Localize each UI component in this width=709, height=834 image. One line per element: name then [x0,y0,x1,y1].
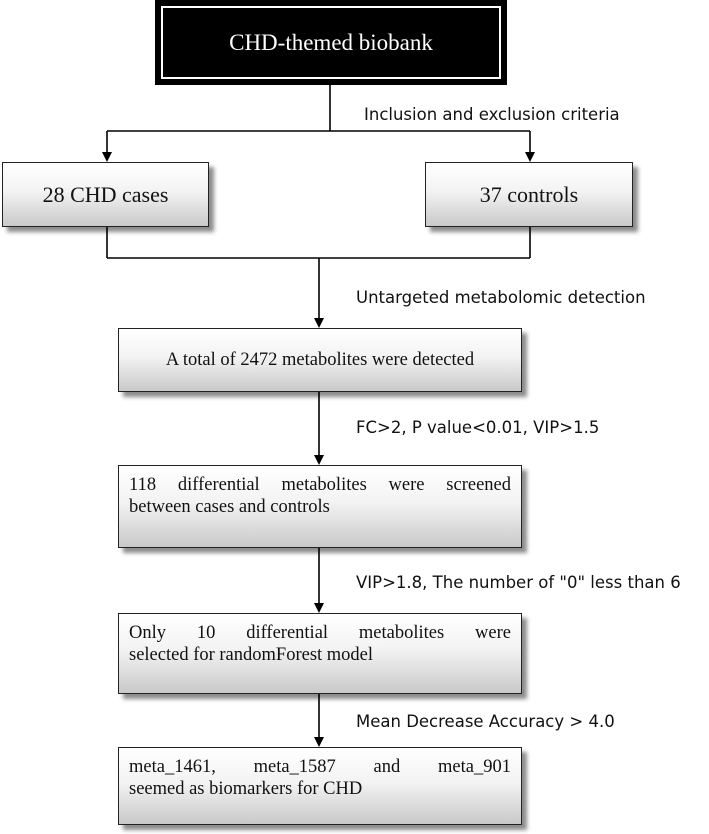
selected-line-1: Only 10 differential metabolites were [129,623,511,643]
biomarkers-line-1: meta_1461, meta_1587 and meta_901 [129,757,511,777]
controls-label: 37 controls [479,181,579,207]
biomarkers-box: meta_1461, meta_1587 and meta_901 seemed… [118,747,522,825]
detected-box: A total of 2472 metabolites were detecte… [118,328,522,392]
criteria-label-vip-zero-count: VIP>1.8, The number of "0" less than 6 [356,573,681,592]
detected-label: A total of 2472 metabolites were detecte… [165,349,475,370]
selected-box: Only 10 differential metabolites were se… [118,613,522,694]
criteria-label-untargeted: Untargeted metabolomic detection [356,288,646,307]
biomarkers-line-2: seemed as biomarkers for CHD [129,779,363,800]
cases-box: 28 CHD cases [2,162,209,227]
controls-box: 37 controls [425,162,633,227]
root-label: CHD-themed biobank [161,6,501,79]
criteria-label-fc-pvalue-vip: FC>2, P value<0.01, VIP>1.5 [356,418,600,437]
selected-line-2: selected for randomForest model [129,645,374,666]
screened-line-2: between cases and controls [129,497,330,518]
root-box: CHD-themed biobank [155,0,507,85]
screened-box: 118 differential metabolites were screen… [118,465,522,548]
criteria-label-inclusion: Inclusion and exclusion criteria [364,105,620,124]
screened-line-1: 118 differential metabolites were screen… [129,475,511,495]
criteria-label-mean-decrease-accuracy: Mean Decrease Accuracy > 4.0 [356,712,615,731]
cases-label: 28 CHD cases [42,181,169,207]
